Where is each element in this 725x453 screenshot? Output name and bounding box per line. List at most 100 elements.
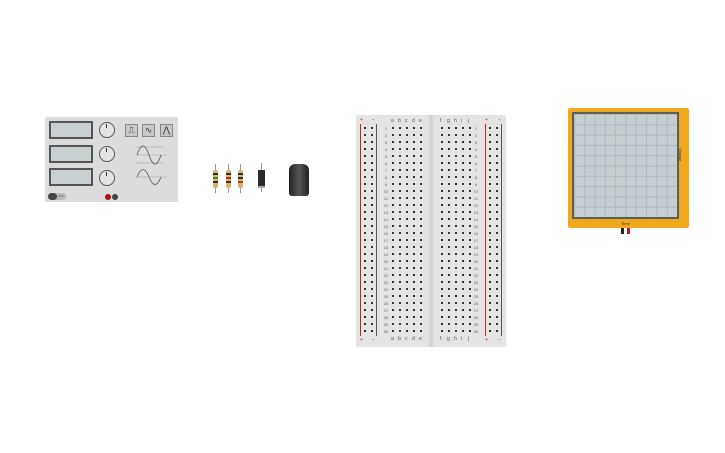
rail-hole[interactable] — [371, 323, 373, 325]
breadboard-hole[interactable] — [392, 134, 394, 136]
rail-hole[interactable] — [489, 330, 491, 332]
rail-hole[interactable] — [489, 176, 491, 178]
breadboard-hole[interactable] — [406, 141, 408, 143]
rail-hole[interactable] — [489, 148, 491, 150]
rail-hole[interactable] — [364, 183, 366, 185]
breadboard-hole[interactable] — [392, 127, 394, 129]
rail-hole[interactable] — [496, 211, 498, 213]
breadboard-hole[interactable] — [406, 309, 408, 311]
breadboard-hole[interactable] — [420, 225, 422, 227]
rail-hole[interactable] — [496, 288, 498, 290]
rail-hole[interactable] — [489, 309, 491, 311]
breadboard-hole[interactable] — [455, 260, 457, 262]
resistor-2[interactable] — [226, 170, 231, 188]
breadboard-hole[interactable] — [462, 232, 464, 234]
breadboard-hole[interactable] — [448, 148, 450, 150]
breadboard-hole[interactable] — [455, 267, 457, 269]
breadboard-hole[interactable] — [455, 309, 457, 311]
rail-hole[interactable] — [496, 302, 498, 304]
breadboard-hole[interactable] — [413, 295, 415, 297]
breadboard-hole[interactable] — [420, 302, 422, 304]
rail-hole[interactable] — [364, 211, 366, 213]
rail-hole[interactable] — [364, 253, 366, 255]
breadboard-hole[interactable] — [469, 176, 471, 178]
breadboard-hole[interactable] — [399, 190, 401, 192]
rail-hole[interactable] — [371, 190, 373, 192]
breadboard-hole[interactable] — [448, 295, 450, 297]
breadboard-hole[interactable] — [462, 162, 464, 164]
rail-hole[interactable] — [364, 288, 366, 290]
rail-hole[interactable] — [371, 281, 373, 283]
rail-hole[interactable] — [489, 260, 491, 262]
rail-hole[interactable] — [364, 281, 366, 283]
breadboard-hole[interactable] — [420, 190, 422, 192]
breadboard-hole[interactable] — [462, 274, 464, 276]
breadboard-hole[interactable] — [399, 288, 401, 290]
rail-hole[interactable] — [371, 204, 373, 206]
breadboard-hole[interactable] — [399, 134, 401, 136]
breadboard-hole[interactable] — [392, 225, 394, 227]
breadboard-hole[interactable] — [448, 162, 450, 164]
breadboard-hole[interactable] — [462, 148, 464, 150]
breadboard-hole[interactable] — [455, 176, 457, 178]
breadboard-hole[interactable] — [413, 225, 415, 227]
rail-hole[interactable] — [496, 190, 498, 192]
rail-hole[interactable] — [364, 204, 366, 206]
rail-hole[interactable] — [371, 288, 373, 290]
breadboard-hole[interactable] — [392, 190, 394, 192]
breadboard-hole[interactable] — [406, 302, 408, 304]
breadboard-hole[interactable] — [455, 204, 457, 206]
breadboard-hole[interactable] — [469, 246, 471, 248]
breadboard-hole[interactable] — [441, 197, 443, 199]
breadboard-hole[interactable] — [399, 225, 401, 227]
breadboard-hole[interactable] — [420, 162, 422, 164]
rail-hole[interactable] — [371, 211, 373, 213]
rail-hole[interactable] — [489, 232, 491, 234]
breadboard-hole[interactable] — [455, 239, 457, 241]
breadboard-hole[interactable] — [399, 267, 401, 269]
breadboard-hole[interactable] — [448, 260, 450, 262]
breadboard-hole[interactable] — [413, 183, 415, 185]
breadboard-hole[interactable] — [392, 316, 394, 318]
breadboard-hole[interactable] — [462, 295, 464, 297]
breadboard-hole[interactable] — [420, 267, 422, 269]
breadboard-hole[interactable] — [406, 197, 408, 199]
rail-hole[interactable] — [496, 253, 498, 255]
breadboard-hole[interactable] — [420, 295, 422, 297]
rail-hole[interactable] — [489, 155, 491, 157]
breadboard-hole[interactable] — [413, 162, 415, 164]
rail-hole[interactable] — [496, 309, 498, 311]
rail-hole[interactable] — [364, 260, 366, 262]
rail-hole[interactable] — [496, 246, 498, 248]
rail-hole[interactable] — [489, 302, 491, 304]
breadboard-hole[interactable] — [441, 190, 443, 192]
breadboard-hole[interactable] — [441, 295, 443, 297]
breadboard-hole[interactable] — [413, 288, 415, 290]
breadboard-hole[interactable] — [462, 246, 464, 248]
negative-terminal[interactable] — [112, 194, 118, 200]
breadboard-hole[interactable] — [441, 169, 443, 171]
breadboard-hole[interactable] — [455, 225, 457, 227]
breadboard-hole[interactable] — [469, 260, 471, 262]
breadboard-hole[interactable] — [441, 323, 443, 325]
breadboard-hole[interactable] — [392, 295, 394, 297]
breadboard-hole[interactable] — [448, 309, 450, 311]
breadboard-hole[interactable] — [392, 239, 394, 241]
breadboard-hole[interactable] — [399, 148, 401, 150]
breadboard-hole[interactable] — [448, 239, 450, 241]
breadboard-hole[interactable] — [448, 253, 450, 255]
breadboard-hole[interactable] — [392, 309, 394, 311]
breadboard-hole[interactable] — [469, 302, 471, 304]
breadboard-hole[interactable] — [441, 204, 443, 206]
breadboard-hole[interactable] — [448, 183, 450, 185]
breadboard-hole[interactable] — [392, 211, 394, 213]
breadboard-hole[interactable] — [406, 288, 408, 290]
breadboard-hole[interactable] — [413, 253, 415, 255]
rail-hole[interactable] — [371, 127, 373, 129]
breadboard-hole[interactable] — [441, 162, 443, 164]
breadboard-hole[interactable] — [399, 309, 401, 311]
breadboard-hole[interactable] — [406, 295, 408, 297]
rail-hole[interactable] — [489, 127, 491, 129]
breadboard-hole[interactable] — [406, 169, 408, 171]
rail-hole[interactable] — [489, 295, 491, 297]
